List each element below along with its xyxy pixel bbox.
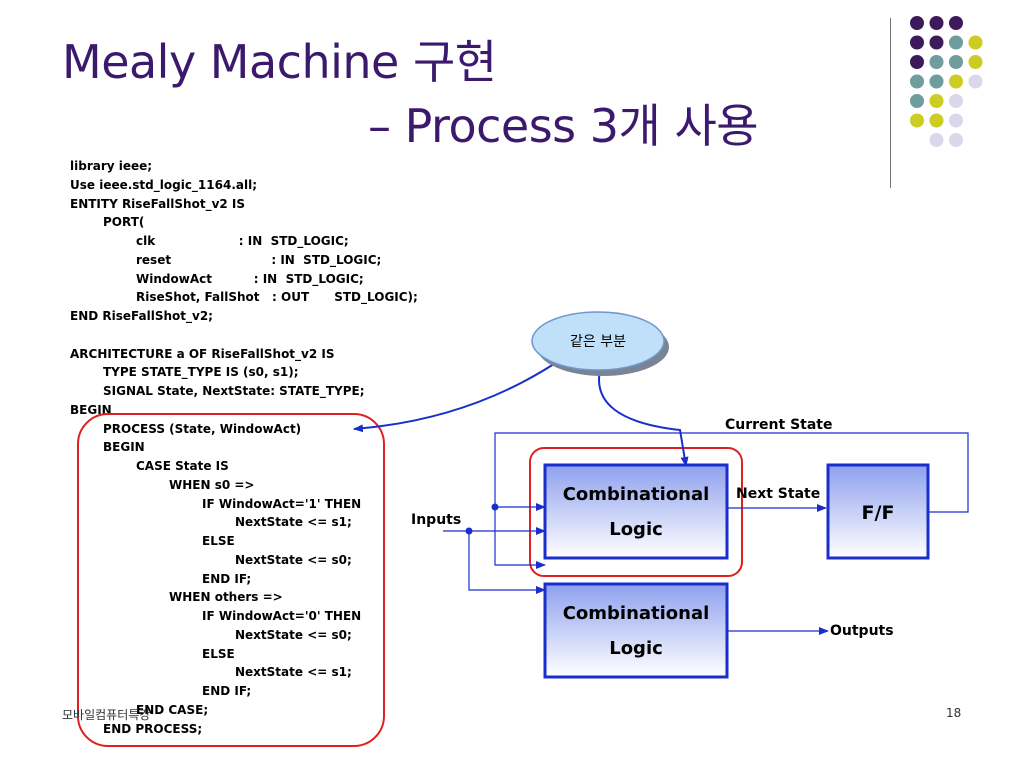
- code-line: ENTITY RiseFallShot_v2 IS: [70, 196, 246, 211]
- code-line: END IF;: [202, 684, 252, 698]
- code-line: Use ieee.std_logic_1164.all;: [70, 177, 258, 192]
- decoration-dot: [949, 35, 963, 50]
- callout-to-logic-arrow: [598, 369, 689, 467]
- divider-line: [890, 18, 891, 188]
- decoration-dot: [929, 35, 944, 50]
- decoration-dot: [929, 55, 944, 69]
- decoration-dot: [929, 133, 944, 147]
- code-line: PORT(: [103, 215, 145, 230]
- decoration-dot: [968, 74, 983, 89]
- code-line: ARCHITECTURE a OF RiseFallShot_v2 IS: [70, 346, 335, 361]
- decoration-dot: [968, 55, 983, 69]
- footer-course: 모바일컴퓨터특강: [62, 708, 151, 722]
- code-line: library ieee;: [70, 159, 153, 173]
- decoration-dot: [929, 74, 944, 89]
- logic-highlight-frame: [529, 447, 743, 577]
- code-line: SIGNAL State, NextState: STATE_TYPE;: [103, 384, 365, 398]
- current-state-label: Current State: [725, 417, 833, 433]
- comb-logic-top-box: [543, 463, 729, 560]
- code-highlight-frame: [77, 413, 385, 747]
- state-to-bottom-logic-wire: [494, 507, 546, 569]
- comb-logic-bottom-line2: Logic: [609, 638, 663, 659]
- decoration-dot: [910, 94, 924, 108]
- code-line: NextState <= s0;: [235, 627, 352, 642]
- decoration-dot: [949, 55, 963, 69]
- decoration-dot: [949, 16, 963, 30]
- decoration-dot: [910, 74, 924, 89]
- code-line: END CASE;: [136, 702, 209, 717]
- flip-flop-label: F/F: [862, 502, 895, 524]
- junction-dot-state: [491, 503, 499, 511]
- code-line: RiseShot, FallShot : OUT STD_LOGIC);: [136, 290, 418, 305]
- code-line: TYPE STATE_TYPE IS (s0, s1);: [103, 365, 299, 380]
- comb-logic-top-line2: Logic: [609, 519, 663, 540]
- decoration-dot: [949, 94, 963, 108]
- decoration-dot: [929, 94, 944, 108]
- code-line: reset : IN STD_LOGIC;: [136, 252, 382, 267]
- code-line: BEGIN: [70, 402, 112, 417]
- decoration-dot: [949, 74, 963, 89]
- code-line: WHEN s0 =>: [169, 477, 255, 492]
- inputs-label: Inputs: [411, 512, 461, 528]
- decoration-dot: [910, 16, 924, 30]
- page-number: 18: [946, 706, 962, 720]
- comb-logic-bottom-line1: Combinational: [563, 603, 710, 624]
- code-line: IF WindowAct='1' THEN: [202, 496, 362, 511]
- outputs-label: Outputs: [830, 623, 894, 639]
- code-line: ELSE: [202, 534, 235, 548]
- code-line: END IF;: [202, 571, 252, 586]
- decoration-dot: [968, 35, 983, 50]
- decoration-dot: [910, 113, 924, 128]
- code-line: CASE State IS: [136, 459, 229, 473]
- code-line: PROCESS (State, WindowAct): [103, 421, 302, 436]
- code-line: clk : IN STD_LOGIC;: [136, 234, 349, 248]
- callout-bubble: [531, 311, 665, 371]
- callout-to-code-arrow: [353, 359, 561, 433]
- comb-logic-bottom-box: [543, 582, 729, 679]
- comb-logic-top-line1: Combinational: [563, 484, 710, 505]
- code-line: BEGIN: [103, 440, 145, 455]
- code-line: WindowAct : IN STD_LOGIC;: [136, 271, 364, 286]
- code-line: NextState <= s1;: [235, 515, 352, 530]
- code-line: ELSE: [202, 646, 235, 661]
- decoration-dot: [910, 35, 924, 50]
- code-line: END PROCESS;: [103, 721, 203, 736]
- flip-flop-box: [826, 463, 930, 560]
- slide-title-line2: – Process 3개 사용: [368, 99, 759, 153]
- decoration-dot: [910, 55, 924, 69]
- decoration-dot: [929, 16, 944, 30]
- code-line: IF WindowAct='0' THEN: [202, 609, 362, 623]
- current-state-wire: [494, 432, 969, 513]
- decoration-dot: [929, 113, 944, 128]
- next-state-label: Next State: [736, 486, 820, 502]
- code-line: NextState <= s1;: [235, 665, 352, 680]
- callout-label: 같은 부분: [570, 334, 626, 350]
- junction-dot-inputs: [465, 527, 473, 535]
- code-line: NextState <= s0;: [235, 552, 352, 567]
- inputs-to-bottom-logic-wire: [468, 531, 546, 594]
- slide-title-line1: Mealy Machine 구현: [62, 35, 497, 89]
- code-line: WHEN others =>: [169, 590, 283, 605]
- decoration-dot: [949, 133, 963, 147]
- code-line: END RiseFallShot_v2;: [70, 309, 213, 323]
- decoration-dot: [949, 113, 963, 128]
